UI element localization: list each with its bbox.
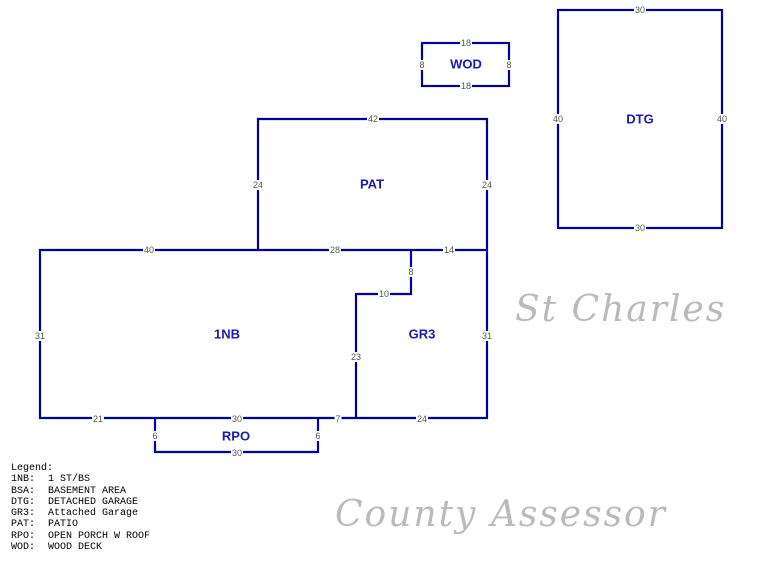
- legend-item: RPO: OPEN PORCH W ROOF: [11, 531, 150, 542]
- legend-item: 1NB: 1 ST/BS: [11, 474, 150, 485]
- dim-label: 6: [151, 431, 159, 441]
- dim-label: 21: [91, 414, 105, 424]
- dim-label: 18: [459, 81, 473, 91]
- dim-label: 10: [377, 289, 391, 299]
- dim-label: 42: [366, 114, 380, 124]
- dim-label: 30: [633, 5, 647, 15]
- dim-label: 8: [407, 267, 415, 277]
- legend-code: 1NB:: [11, 474, 36, 486]
- dim-label: 7: [334, 414, 342, 424]
- dim-label: 31: [33, 331, 47, 341]
- area-label-1nb: 1NB: [213, 326, 241, 342]
- dim-label: 14: [442, 245, 456, 255]
- dim-label: 31: [480, 331, 494, 341]
- legend-code: RPO:: [11, 530, 36, 542]
- legend-code: GR3:: [11, 508, 36, 520]
- legend-desc: BASEMENT AREA: [48, 485, 127, 497]
- dim-label: 24: [415, 414, 429, 424]
- dim-label: 30: [230, 414, 244, 424]
- watermark-line1: St Charles: [515, 289, 727, 330]
- legend-code: PAT:: [11, 519, 36, 531]
- area-label-gr3: GR3: [408, 326, 436, 342]
- dim-label: 30: [230, 448, 244, 458]
- legend-item: BSA: BASEMENT AREA: [11, 486, 150, 497]
- area-label-pat: PAT: [359, 176, 385, 192]
- legend-code: WOD:: [11, 542, 36, 554]
- legend-item: DTG: DETACHED GARAGE: [11, 497, 150, 508]
- dim-label: 24: [251, 180, 265, 190]
- gr3-divider: [354, 250, 413, 418]
- dim-label: 30: [633, 223, 647, 233]
- legend-desc: DETACHED GARAGE: [48, 496, 139, 508]
- legend-desc: Attached Garage: [48, 508, 139, 520]
- legend-desc: PATIO: [48, 519, 79, 531]
- dim-label: 8: [418, 60, 426, 70]
- dim-label: 23: [349, 352, 363, 362]
- legend-title: Legend:: [11, 463, 54, 474]
- house-outline: [38, 117, 489, 420]
- legend-item: WOD: WOOD DECK: [11, 542, 150, 553]
- legend-item: PAT: PATIO: [11, 519, 150, 530]
- legend-desc: 1 ST/BS: [48, 474, 91, 486]
- watermark-line2: County Assessor: [335, 494, 667, 535]
- dim-label: 18: [459, 38, 473, 48]
- legend-code: BSA:: [11, 485, 36, 497]
- dim-label: 24: [480, 180, 494, 190]
- legend-item: GR3: Attached Garage: [11, 508, 150, 519]
- dim-label: 40: [142, 245, 156, 255]
- area-label-dtg: DTG: [626, 111, 654, 127]
- dim-label: 28: [328, 245, 342, 255]
- area-label-rpo: RPO: [221, 428, 251, 444]
- legend-desc: WOOD DECK: [48, 542, 103, 554]
- legend: Legend: 1NB: 1 ST/BS BSA: BASEMENT AREA DT…: [11, 463, 150, 553]
- dim-label: 40: [551, 114, 565, 124]
- dim-label: 40: [715, 114, 729, 124]
- legend-code: DTG:: [11, 496, 36, 508]
- legend-desc: OPEN PORCH W ROOF: [48, 530, 151, 542]
- area-label-wod: WOD: [450, 56, 482, 72]
- dim-label: 8: [505, 60, 513, 70]
- dim-label: 6: [314, 431, 322, 441]
